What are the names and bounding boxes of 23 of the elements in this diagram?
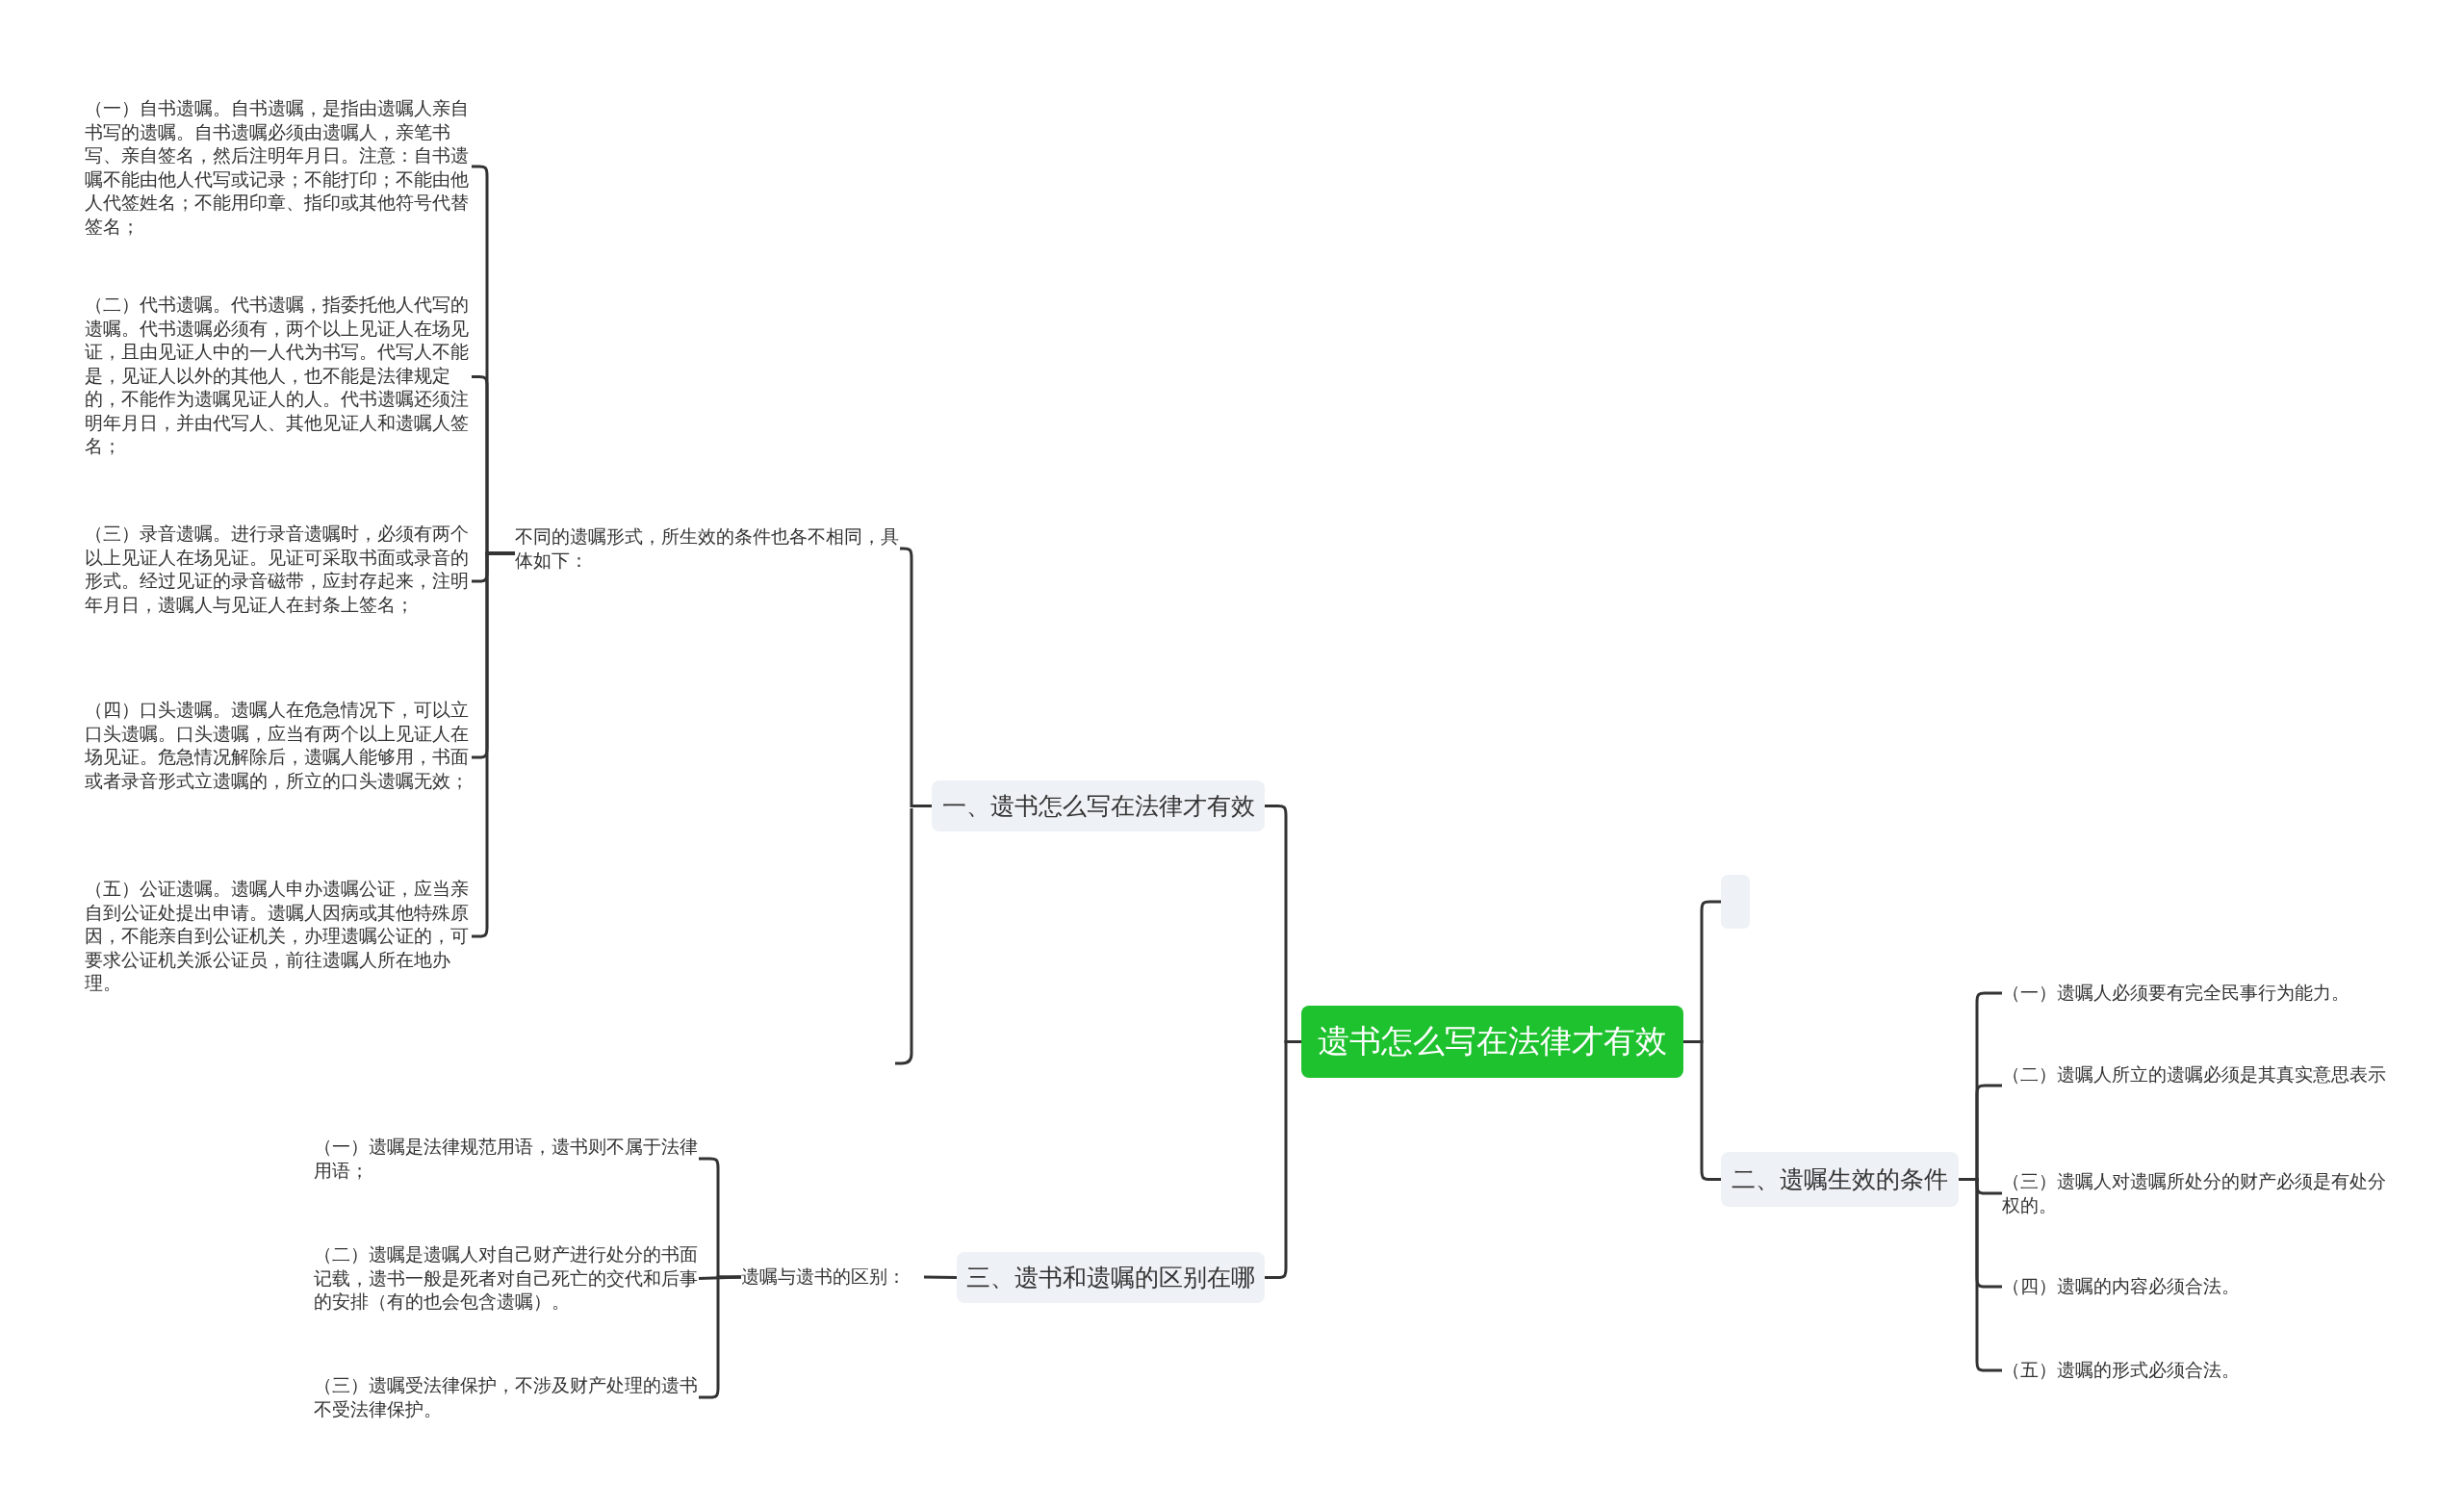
root-topic: 遗书怎么写在法律才有效 — [1301, 1006, 1683, 1078]
topic-text: 遗嘱与遗书的区别： — [741, 1265, 924, 1290]
topic-text: （五）遗嘱的形式必须合法。 — [2002, 1358, 2397, 1383]
topic-text: （一）自书遗嘱。自书遗嘱，是指由遗嘱人亲自书写的遗嘱。自书遗嘱必须由遗嘱人，亲笔书写、亲自签名，然后注明年月日。注意：自书遗嘱不能由他人代写或记录；不能打印；不能由他人代签姓名；不能用印章、指印或其他符号代替签名； — [85, 96, 472, 237]
branch-topic: 三、遗书和遗嘱的区别在哪 — [957, 1252, 1265, 1303]
topic-text: （三）录音遗嘱。进行录音遗嘱时，必须有两个以上见证人在场见证。见证可采取书面或录音的形式。经过见证的录音磁带，应封存起来，注明年月日，遗嘱人与见证人在封条上签名； — [85, 522, 472, 641]
topic-text: （一）遗嘱是法律规范用语，遗书则不属于法律用语； — [314, 1135, 699, 1183]
topic-text: （五）公证遗嘱。遗嘱人申办遗嘱公证，应当亲自到公证处提出申请。遗嘱人因病或其他特殊原因，不能亲自到公证机关，办理遗嘱公证的，可要求公证机关派公证员，前往遗嘱人所在地办理。 — [85, 877, 472, 996]
topic-text: （二）遗嘱是遗嘱人对自己财产进行处分的书面记载，遗书一般是死者对自己死亡的交代和后事的安排（有的也会包含遗嘱）。 — [314, 1242, 699, 1315]
branch-topic: 二、遗嘱生效的条件 — [1721, 1152, 1959, 1207]
branch-topic: 一、遗书怎么写在法律才有效 — [932, 780, 1265, 831]
topic-text: （二）代书遗嘱。代书遗嘱，指委托他人代写的遗嘱。代书遗嘱必须有，两个以上见证人在场见证，且由见证人中的一人代为书写。代写人不能是，见证人以外的其他人，也不能是法律规定的，不能作为遗嘱见证人的人。代书遗嘱还须注明年月日，并由代写人、其他见证人和遗嘱人签名； — [85, 293, 472, 461]
topic-text: （三）遗嘱受法律保护，不涉及财产处理的遗书不受法律保护。 — [314, 1373, 699, 1421]
topic-text: （四）口头遗嘱。遗嘱人在危急情况下，可以立口头遗嘱。口头遗嘱，应当有两个以上见证人在场见证。危急情况解除后，遗嘱人能够用，书面或者录音形式立遗嘱的，所立的口头遗嘱无效； — [85, 698, 472, 817]
topic-text: （一）遗嘱人必须要有完全民事行为能力。 — [2002, 981, 2397, 1006]
topic-text: （三）遗嘱人对遗嘱所处分的财产必须是有处分权的。 — [2002, 1169, 2397, 1217]
topic-text: （四）遗嘱的内容必须合法。 — [2002, 1274, 2397, 1299]
topic-text: （二）遗嘱人所立的遗嘱必须是其真实意思表示 — [2002, 1062, 2397, 1111]
connector-line — [923, 1275, 958, 1279]
connector-line — [1265, 1040, 1301, 1279]
connector-line — [1683, 1040, 1721, 1181]
topic-text: 不同的遗嘱形式，所生效的条件也各不相同，具体如下： — [515, 524, 900, 582]
empty-topic-box — [1721, 875, 1750, 929]
